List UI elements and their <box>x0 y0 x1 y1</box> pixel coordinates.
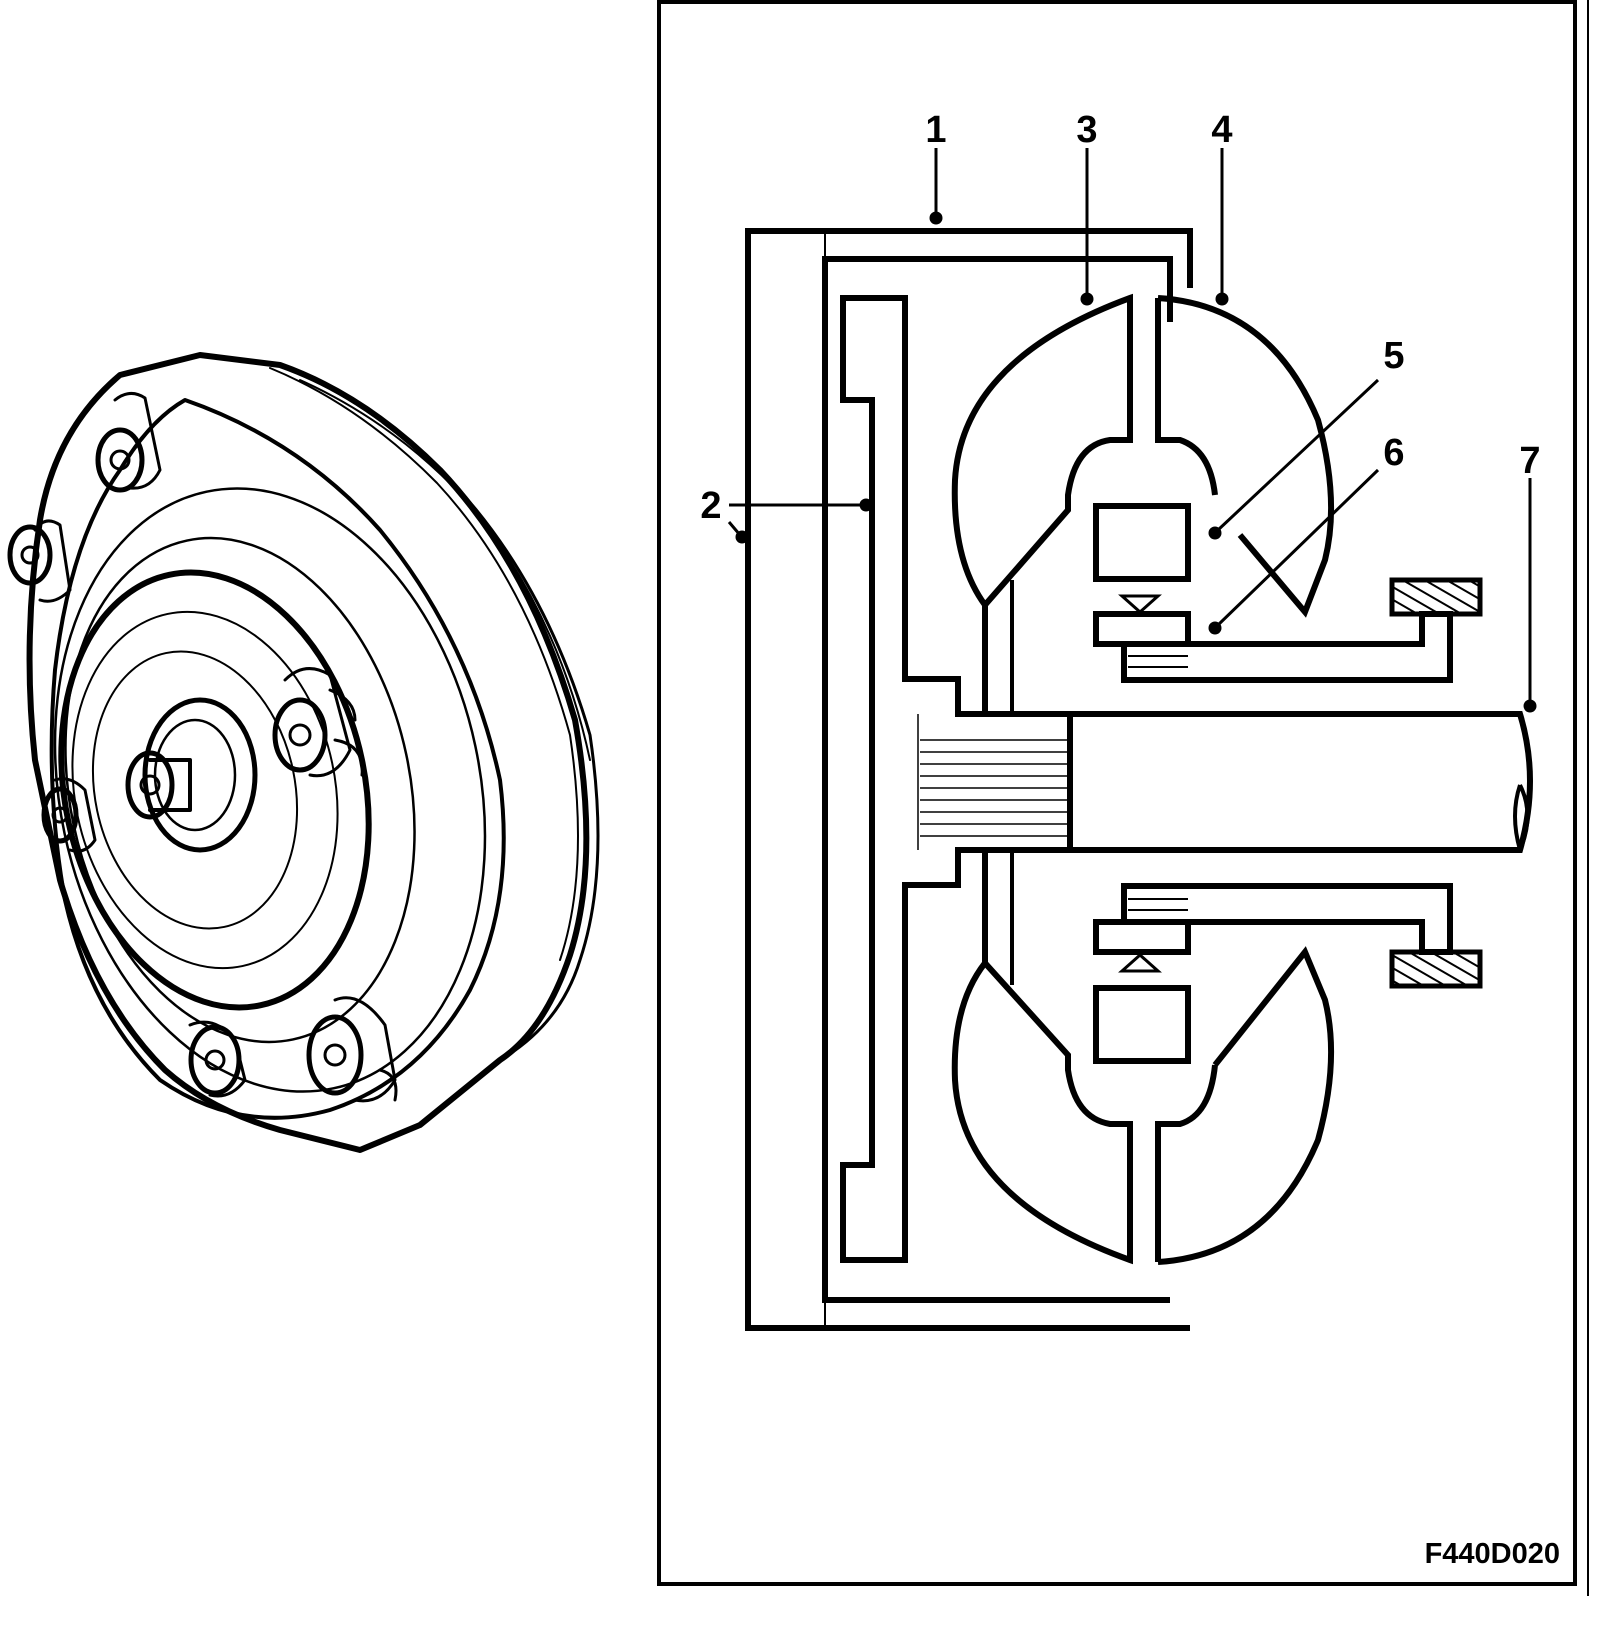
converter-cross-section <box>745 228 1533 1331</box>
output-shaft <box>958 711 1533 853</box>
figure-id-label: F440D020 <box>1425 1538 1560 1570</box>
schematic-frame <box>657 0 1577 1586</box>
support-lower <box>1389 949 1483 989</box>
stud-right <box>272 667 364 778</box>
stud-upper-left <box>7 519 72 603</box>
freewheel-lower <box>1093 919 1191 955</box>
torque-converter-illustration <box>7 352 600 1153</box>
callout-4: 4 <box>1211 109 1232 151</box>
turbine-upper <box>1155 295 1335 618</box>
stud-bottom-right <box>306 996 398 1103</box>
callout-1: 1 <box>925 109 946 151</box>
callout-3: 3 <box>1076 109 1097 151</box>
stud-left <box>41 777 97 853</box>
callout-2: 2 <box>700 485 721 527</box>
spline <box>917 714 1070 850</box>
housing-inner <box>822 256 1173 1303</box>
stud-top <box>95 392 162 493</box>
pump-lower <box>951 958 1133 1265</box>
leader-lines <box>727 148 1537 713</box>
stator-upper <box>1093 503 1191 582</box>
stator-lower <box>1093 985 1191 1064</box>
housing-outer <box>745 228 1193 1331</box>
drive-plate <box>840 295 1073 1263</box>
callout-7: 7 <box>1519 440 1540 482</box>
pump-upper <box>951 293 1133 610</box>
stud-bottom-left <box>188 1020 247 1098</box>
support-upper <box>1389 577 1483 617</box>
callout-6: 6 <box>1383 432 1404 474</box>
callout-labels: 1 2 3 4 5 6 7 <box>700 109 1540 527</box>
turbine-lower <box>1155 946 1335 1265</box>
freewheel-upper <box>1093 611 1191 647</box>
callout-5: 5 <box>1383 335 1404 377</box>
